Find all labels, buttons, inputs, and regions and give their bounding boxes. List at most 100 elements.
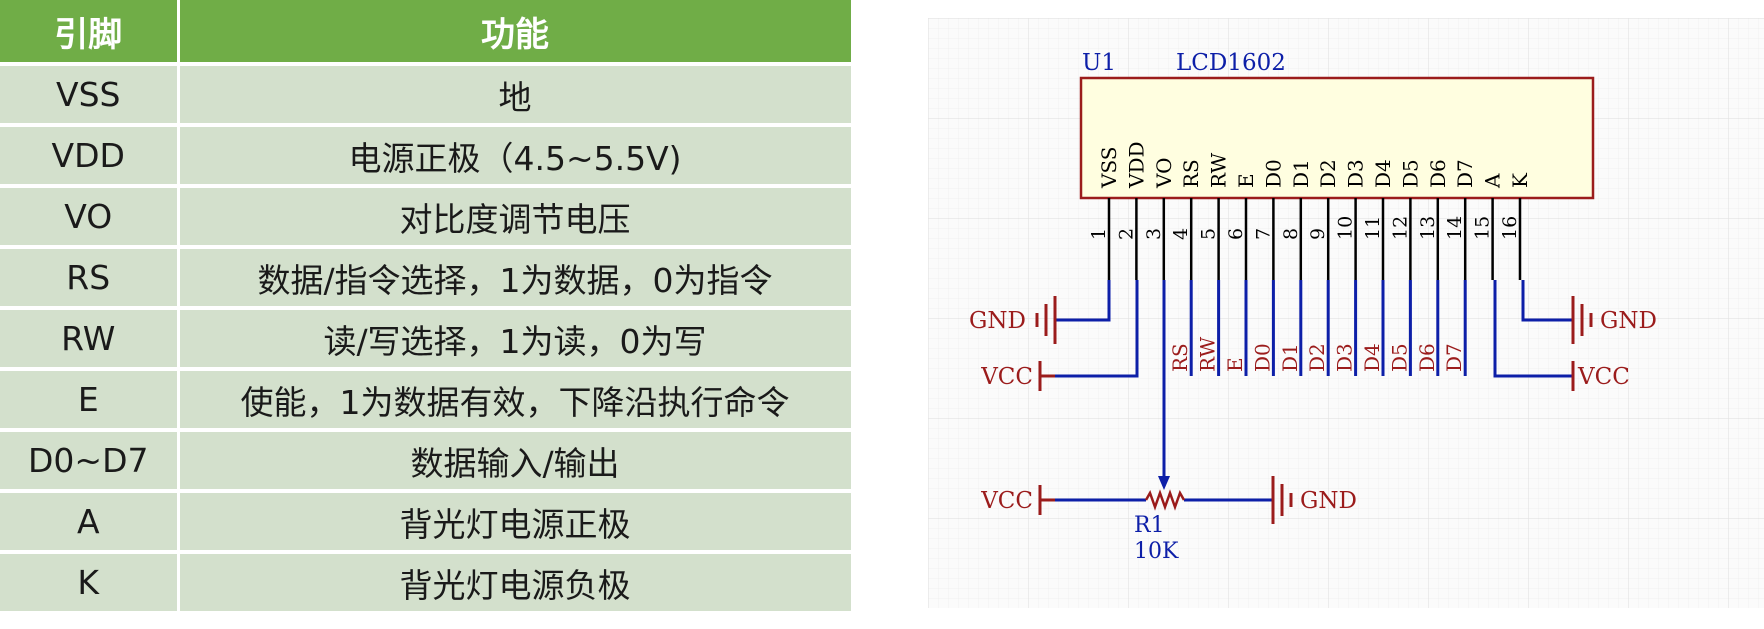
pin-name-d7: D7	[1453, 159, 1477, 188]
net-label-rw: RW	[1196, 336, 1220, 372]
net-label-rs: RS	[1168, 343, 1192, 372]
function-cell: 电源正极（4.5~5.5V)	[178, 125, 854, 188]
function-cell: 使能，1为数据有效，下降沿执行命令	[178, 369, 854, 432]
pin-number-3: 3	[1143, 228, 1165, 240]
pin-number-15: 15	[1472, 216, 1494, 240]
pin-cell: VSS	[0, 64, 180, 127]
pin-number-10: 10	[1335, 216, 1357, 240]
pin-cell: VO	[0, 186, 180, 249]
net-label-d5: D5	[1387, 343, 1411, 372]
component-designator: U1	[1082, 50, 1116, 76]
header-pin: 引脚	[0, 0, 180, 66]
pin-name-d0: D0	[1261, 159, 1285, 188]
lcd1602-body	[1079, 76, 1595, 200]
pin-number-11: 11	[1362, 216, 1384, 240]
net-label-d4: D4	[1360, 343, 1384, 372]
pin-cell: D0~D7	[0, 430, 180, 493]
pin-cell: RW	[0, 308, 180, 371]
pin-number-13: 13	[1417, 216, 1439, 240]
pin-cell: RS	[0, 247, 180, 310]
vcc-label-left: VCC	[980, 364, 1033, 390]
net-label-d1: D1	[1278, 343, 1302, 372]
function-cell: 地	[178, 64, 854, 127]
resistor-designator: R1	[1134, 513, 1165, 538]
pin-name-k: K	[1508, 172, 1532, 188]
function-cell: 数据/指令选择，1为数据，0为指令	[178, 247, 854, 310]
net-label-d2: D2	[1305, 343, 1329, 372]
gnd-symbol-right	[1571, 296, 1593, 344]
gnd-symbol-left	[1035, 296, 1057, 344]
pin-name-d4: D4	[1371, 159, 1395, 188]
pin-name-d6: D6	[1426, 159, 1450, 188]
pin-cell: E	[0, 369, 180, 432]
a-vcc-wire	[1493, 280, 1573, 378]
vcc-label-right: VCC	[1577, 364, 1630, 390]
net-label-d7: D7	[1442, 343, 1466, 372]
pin-cell: VDD	[0, 125, 180, 188]
pin-name-d2: D2	[1316, 159, 1340, 188]
function-cell: 对比度调节电压	[178, 186, 854, 249]
net-label-d3: D3	[1333, 343, 1357, 372]
component-part-name: LCD1602	[1176, 50, 1286, 76]
pin-number-2: 2	[1115, 228, 1137, 240]
pin-name-d5: D5	[1398, 159, 1422, 188]
pin-name-vo: VO	[1152, 158, 1176, 190]
gnd-label-right: GND	[1600, 308, 1657, 334]
pin-number-12: 12	[1389, 216, 1411, 240]
vss-gnd-wire	[1055, 280, 1111, 322]
pin-cell: A	[0, 491, 180, 554]
pin-name-vss: VSS	[1097, 147, 1121, 190]
potentiometer-wiper-arrow	[1158, 476, 1170, 490]
function-cell: 背光灯电源正极	[178, 491, 854, 554]
resistor-value: 10K	[1134, 539, 1179, 564]
pin-number-6: 6	[1225, 228, 1247, 240]
net-label-e: E	[1223, 357, 1247, 372]
vcc-label-pot: VCC	[980, 488, 1033, 514]
pin-name-rs: RS	[1179, 159, 1203, 188]
net-label-d0: D0	[1250, 343, 1274, 372]
pin-cell: K	[0, 552, 180, 615]
potentiometer-resistor	[1144, 489, 1186, 511]
pin-number-7: 7	[1252, 228, 1274, 240]
pin-name-rw: RW	[1207, 152, 1231, 188]
pin-number-8: 8	[1280, 228, 1302, 240]
function-cell: 背光灯电源负极	[178, 552, 854, 615]
function-cell: 读/写选择，1为读，0为写	[178, 308, 854, 371]
gnd-label-left: GND	[969, 308, 1026, 334]
right-power-connections	[1493, 280, 1573, 378]
pin-name-vdd: VDD	[1124, 141, 1148, 189]
pin-name-d1: D1	[1289, 159, 1313, 188]
pin-number-9: 9	[1307, 228, 1329, 240]
pin-name-e: E	[1234, 173, 1258, 188]
pin-number-4: 4	[1170, 228, 1192, 240]
pin-number-1: 1	[1088, 228, 1110, 240]
pin-number-5: 5	[1198, 228, 1220, 240]
left-power-connections	[1055, 280, 1273, 502]
pin-number-14: 14	[1444, 216, 1466, 240]
pin-leads	[1107, 198, 1522, 280]
gnd-symbol-pot	[1271, 476, 1293, 524]
function-cell: 数据输入/输出	[178, 430, 854, 493]
k-gnd-wire	[1521, 280, 1573, 322]
pin-name-d3: D3	[1344, 159, 1368, 188]
table-header-row: 引脚 功能	[0, 0, 854, 66]
gnd-label-pot: GND	[1300, 488, 1357, 514]
vdd-vcc-wire	[1055, 280, 1139, 378]
pin-name-a: A	[1481, 173, 1505, 189]
header-function: 功能	[178, 0, 854, 66]
net-label-d6: D6	[1415, 343, 1439, 372]
